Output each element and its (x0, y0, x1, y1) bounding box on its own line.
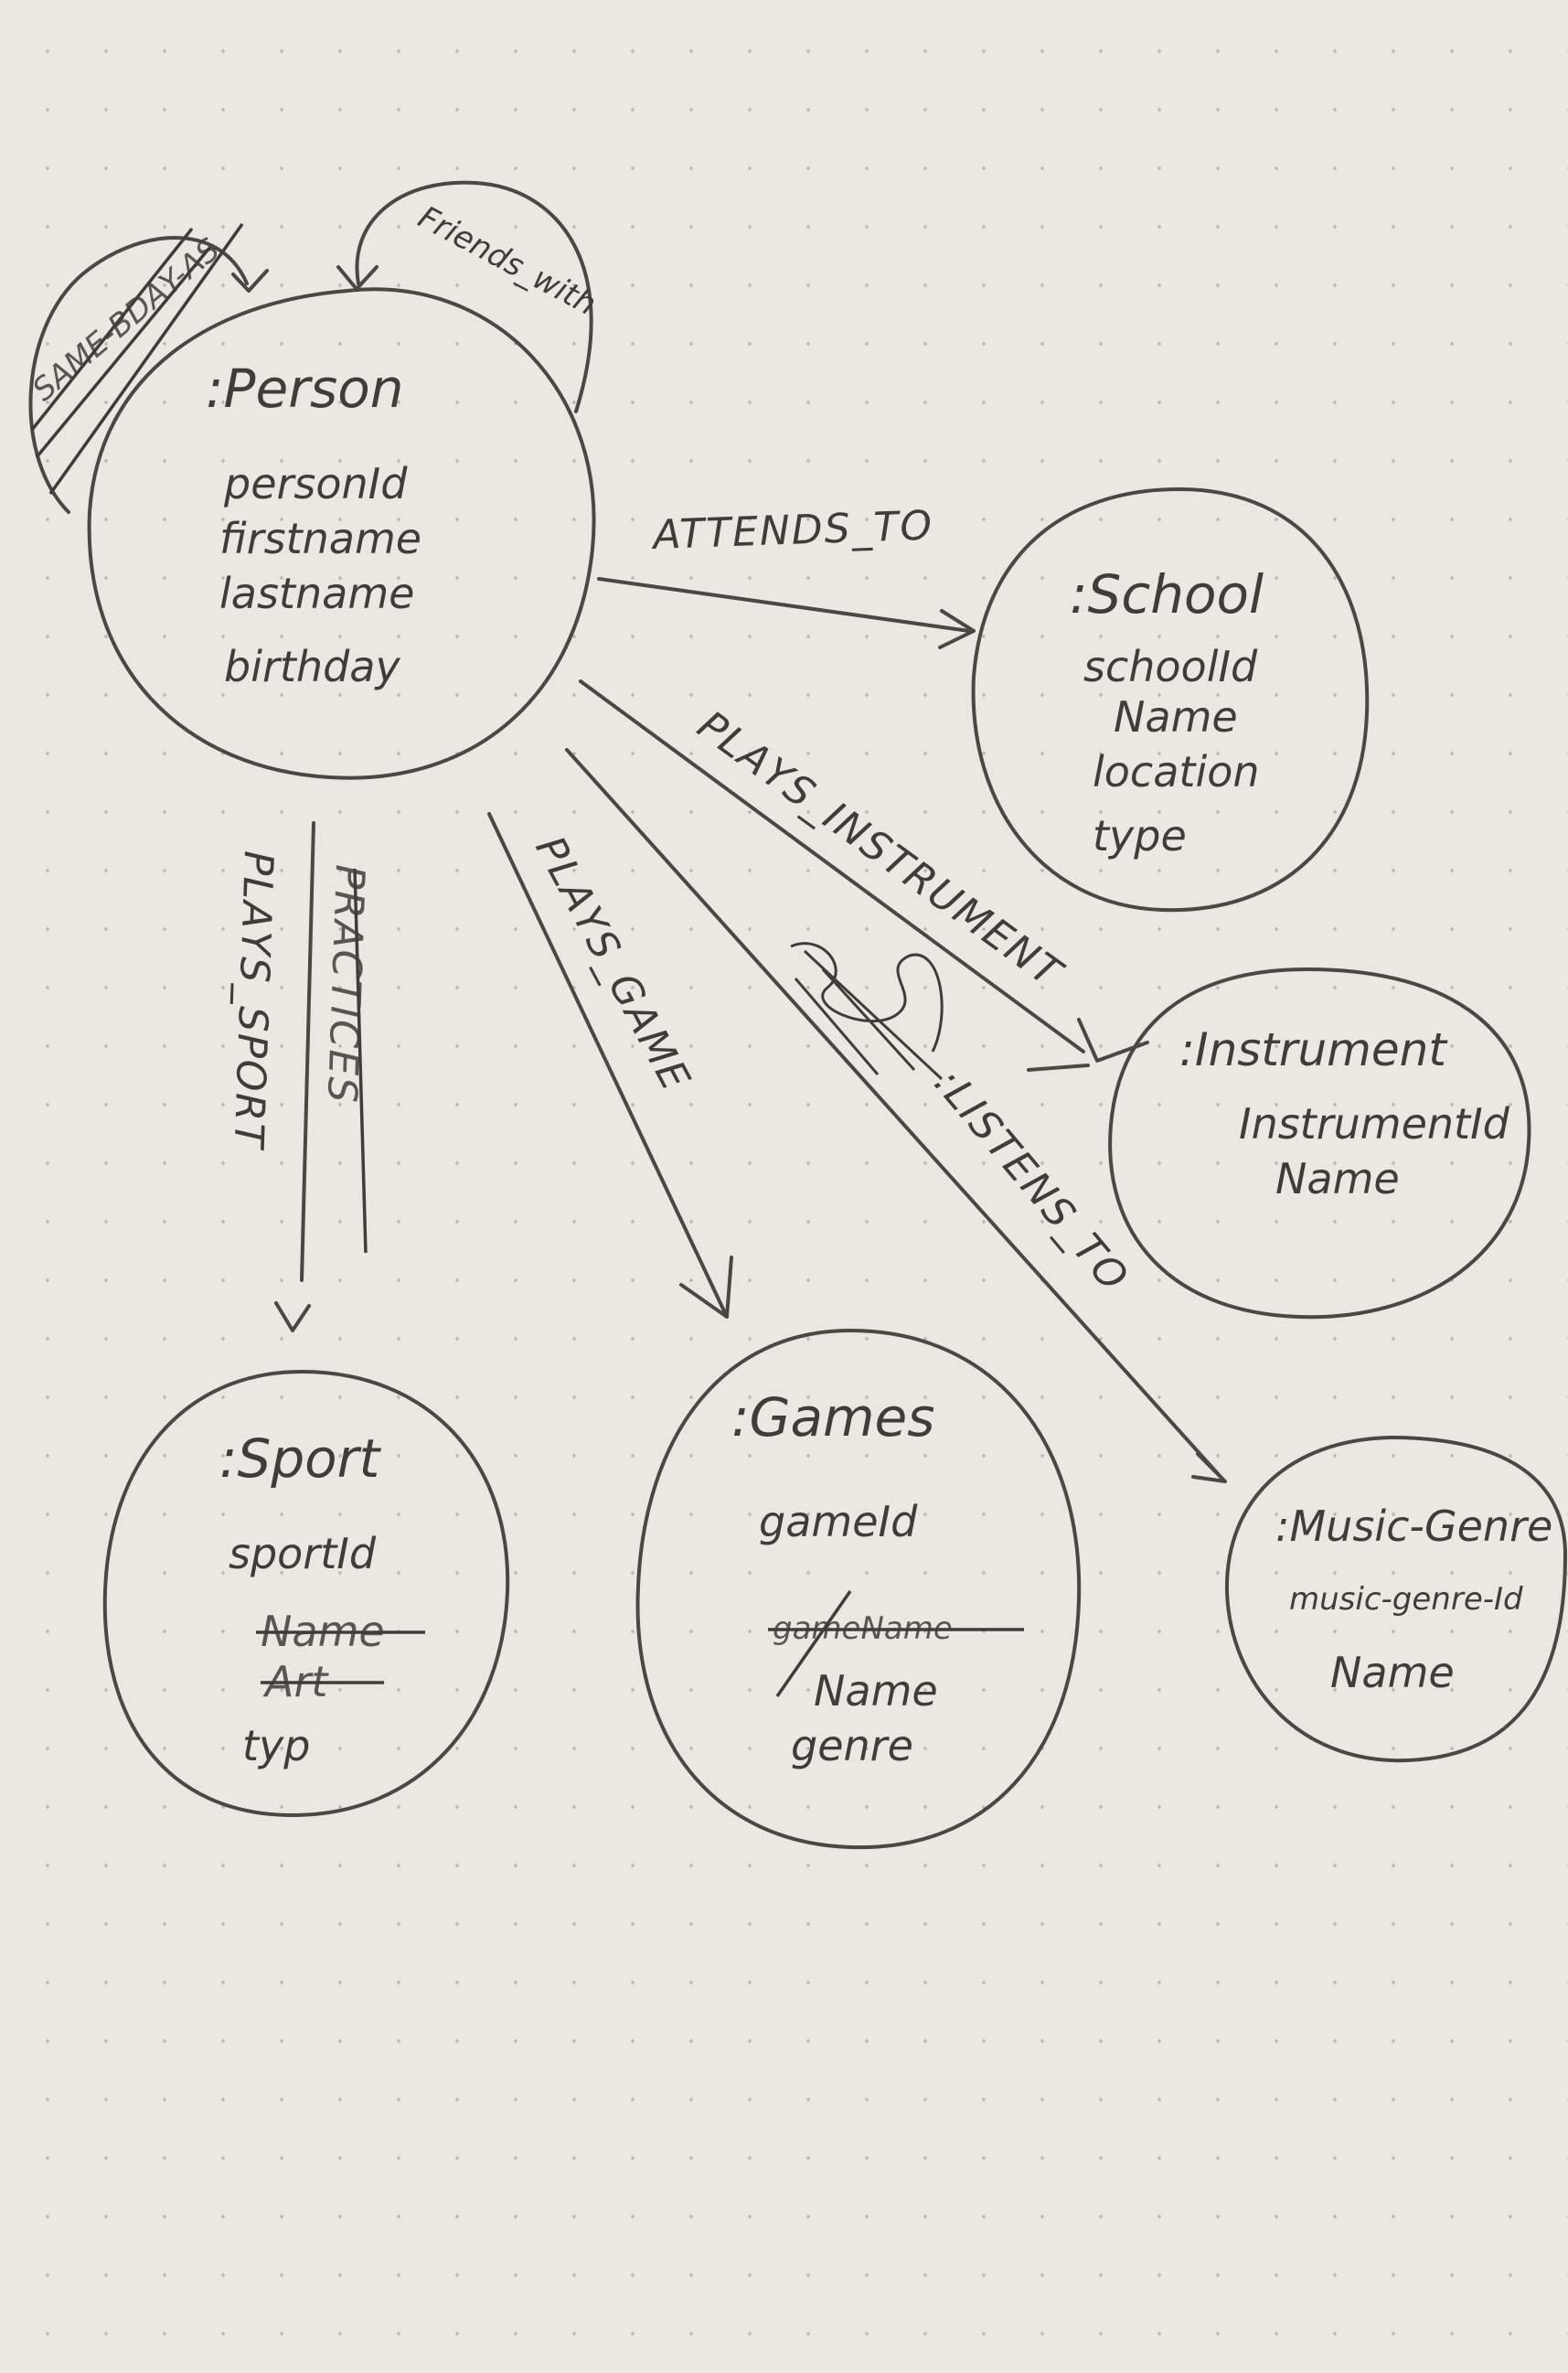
plays-sport-edge: PLAYS_SPORT PRACTICES (225, 821, 373, 1332)
plays-instrument-line-2 (1027, 1064, 1090, 1072)
games-node-circle (635, 1329, 1082, 1850)
attends-to-arrowhead (938, 609, 976, 649)
games-title: :Games (731, 1386, 934, 1448)
plays-sport-line (300, 821, 315, 1282)
instrument-attr-0: InstrumentId (1239, 1099, 1510, 1149)
school-title: :School (1070, 563, 1264, 625)
sport-node: :Sport sportId Name Art typ (102, 1370, 510, 1817)
plays-instrument-edge: PLAYS_INSTRUMENT (579, 679, 1149, 1072)
same-bday-as-strike-3 (30, 227, 194, 432)
plays-sport-arrowhead (274, 1301, 311, 1332)
sport-attr-0: sportId (229, 1529, 377, 1578)
practices-label: PRACTICES (318, 864, 373, 1106)
person-node-circle (87, 287, 596, 780)
school-node: :School schoolId Name location type (971, 487, 1370, 913)
attends-to-line (597, 577, 971, 633)
games-attr-after-0: Name (814, 1666, 938, 1716)
music-genre-title: :Music-Genre (1275, 1502, 1552, 1551)
friends-with-arrowhead (336, 265, 379, 291)
same-bday-as-strike-1 (35, 245, 212, 459)
same-bday-as-arrowhead (231, 269, 269, 293)
sport-title: :Sport (219, 1427, 382, 1490)
person-attr-1: firstname (219, 514, 421, 563)
instrument-title: :Instrument (1179, 1023, 1448, 1076)
music-genre-node-circle (1224, 1436, 1567, 1763)
games-struck-attr-0-slash (775, 1590, 852, 1697)
same-bday-as-label: SAME-BDAY-AS (26, 231, 227, 409)
sport-attr-after-0: typ (242, 1721, 310, 1770)
friends-with-label: Friends_with (412, 199, 603, 324)
music-genre-attr-0: music-genre-Id (1289, 1581, 1523, 1618)
attends-to-edge: ATTENDS_TO (597, 502, 976, 649)
attends-to-label: ATTENDS_TO (650, 502, 934, 559)
listens-to-arrowhead (1191, 1452, 1227, 1483)
plays-instrument-label: PLAYS_INSTRUMENT (689, 702, 1072, 998)
person-attr-2: lastname (219, 569, 414, 618)
sport-node-circle (102, 1370, 510, 1817)
plays-instrument-arrowhead (1077, 1018, 1149, 1063)
plays-game-arrowhead (679, 1256, 733, 1319)
instrument-node: :Instrument InstrumentId Name (1108, 967, 1531, 1320)
instrument-attr-1: Name (1275, 1154, 1400, 1203)
school-attr-3: type (1093, 811, 1187, 860)
games-node: :Games gameId gameName Name genre (635, 1329, 1082, 1850)
friends-with-loop-curve (355, 180, 593, 413)
same-bday-as-loop-curve (28, 236, 249, 514)
person-attr-3: birthday (224, 642, 400, 691)
school-attr-1: Name (1114, 692, 1238, 742)
person-node: :Person personId firstname lastname birt… (87, 287, 596, 780)
games-attr-0: gameId (759, 1497, 918, 1546)
music-genre-node: :Music-Genre music-genre-Id Name (1224, 1436, 1567, 1763)
plays-game-line (487, 812, 729, 1319)
listens-to-scribble (790, 942, 944, 1081)
practices-strike (353, 868, 368, 1254)
school-attr-0: schoolId (1083, 642, 1258, 691)
person-title: :Person (206, 358, 404, 420)
school-node-circle (971, 487, 1370, 913)
music-genre-attr-1: Name (1330, 1648, 1455, 1697)
plays-game-edge: PLAYS_GAME (487, 812, 733, 1319)
same-bday-as-strike-2 (48, 222, 244, 496)
plays-sport-label: PLAYS_SPORT (225, 850, 282, 1151)
person-attr-0: personId (223, 459, 408, 508)
plays-instrument-line-1 (579, 679, 1085, 1053)
listens-to-line (565, 748, 1222, 1479)
school-attr-2: location (1093, 747, 1260, 796)
games-attr-after-1: genre (791, 1721, 913, 1770)
